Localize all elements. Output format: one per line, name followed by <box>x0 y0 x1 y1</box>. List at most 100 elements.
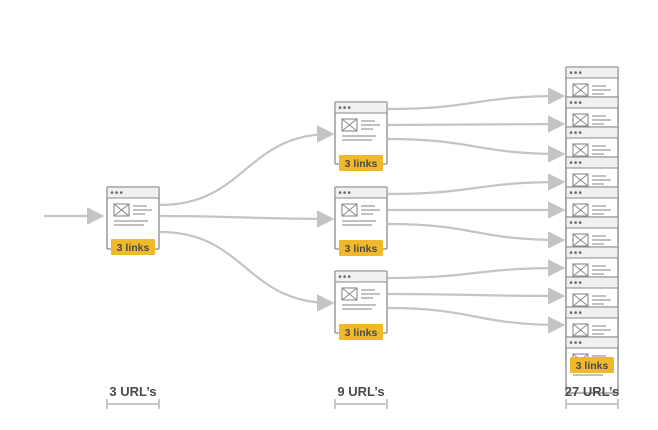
image-placeholder-icon <box>572 143 589 157</box>
image-placeholder-icon <box>572 263 589 277</box>
scale-bar-layer <box>106 399 619 409</box>
image-cross-b <box>572 233 589 247</box>
window-dot <box>569 251 573 254</box>
connector-level-2 <box>387 287 566 305</box>
image-placeholder-icon <box>341 203 358 217</box>
connector-level-2 <box>387 137 566 163</box>
badge-background <box>339 155 383 171</box>
badge-background <box>111 239 155 255</box>
image-frame <box>572 143 589 157</box>
page-title-bar <box>566 307 618 318</box>
webpage-wireframe-icon <box>334 270 388 334</box>
window-dot <box>338 275 342 278</box>
connector-level-2 <box>387 87 566 111</box>
window-dot <box>574 221 577 224</box>
page-title-bar <box>566 247 618 258</box>
window-dot <box>574 161 577 164</box>
links-badge: 3 links <box>339 240 383 256</box>
image-cross-b <box>572 113 589 127</box>
image-frame <box>572 293 589 307</box>
window-dot <box>574 71 577 74</box>
image-placeholder-icon <box>572 323 589 337</box>
window-dot <box>347 275 351 278</box>
scale-bar <box>334 399 388 409</box>
page-title-bar <box>566 337 618 348</box>
image-cross-b <box>572 323 589 337</box>
window-dot <box>574 281 577 284</box>
page-title-bar <box>566 157 618 168</box>
window-dot <box>578 71 582 74</box>
image-frame <box>572 233 589 247</box>
connector-level-1 <box>159 125 335 207</box>
image-cross-b <box>341 287 358 301</box>
page-title-bar <box>335 271 387 282</box>
page-title-bar <box>107 187 159 198</box>
window-dot <box>578 161 582 164</box>
image-placeholder-icon <box>341 287 358 301</box>
links-badge: 3 links <box>570 357 614 373</box>
window-dot <box>569 311 573 314</box>
image-cross-b <box>572 173 589 187</box>
window-dot <box>343 275 346 278</box>
window-dot <box>574 251 577 254</box>
image-frame <box>572 113 589 127</box>
window-dot <box>569 221 573 224</box>
page-title-bar <box>566 217 618 228</box>
level-label-3: 27 URL’s <box>565 384 619 399</box>
scale-bar <box>106 399 160 409</box>
image-placeholder-icon <box>341 118 358 132</box>
connector-level-2 <box>387 306 566 334</box>
links-badge: 3 links <box>111 239 155 255</box>
window-dot <box>569 101 573 104</box>
image-cross-b <box>572 293 589 307</box>
webpage-wireframe-icon <box>334 186 388 250</box>
window-dot <box>578 251 582 254</box>
image-placeholder-icon <box>113 203 130 217</box>
window-dot <box>574 341 577 344</box>
image-placeholder-icon <box>572 293 589 307</box>
connector-layer <box>44 87 566 334</box>
image-frame <box>341 287 358 301</box>
image-frame <box>341 203 358 217</box>
image-cross-b <box>113 203 130 217</box>
window-dot <box>578 221 582 224</box>
image-frame <box>572 173 589 187</box>
webpage-wireframe-icon <box>334 101 388 165</box>
image-placeholder-icon <box>572 203 589 217</box>
window-dot <box>115 191 118 194</box>
level-label-2: 9 URL’s <box>337 384 384 399</box>
image-placeholder-icon <box>572 113 589 127</box>
page-title-bar <box>566 127 618 138</box>
badge-label: 3 links <box>576 360 609 372</box>
image-frame <box>572 263 589 277</box>
image-cross-b <box>572 143 589 157</box>
page-title-bar <box>335 187 387 198</box>
scale-bar <box>565 399 619 409</box>
window-dot <box>578 131 582 134</box>
badge-label: 3 links <box>117 242 150 254</box>
window-dot <box>110 191 114 194</box>
page-title-bar <box>335 102 387 113</box>
connector-level-2 <box>387 173 566 196</box>
image-frame <box>572 83 589 97</box>
image-placeholder-icon <box>572 173 589 187</box>
window-dot <box>343 191 346 194</box>
window-dot <box>338 106 342 109</box>
connector-level-1 <box>159 210 335 228</box>
webpage-wireframe-icon <box>106 186 160 250</box>
image-cross-b <box>572 263 589 277</box>
connector-level-2 <box>387 115 566 133</box>
image-cross-b <box>341 118 358 132</box>
window-dot <box>574 311 577 314</box>
window-dot <box>569 131 573 134</box>
badge-background <box>339 240 383 256</box>
window-dot <box>569 341 573 344</box>
window-dot <box>338 191 342 194</box>
window-dot <box>578 311 582 314</box>
window-dot <box>569 281 573 284</box>
image-frame <box>341 118 358 132</box>
image-frame <box>572 323 589 337</box>
